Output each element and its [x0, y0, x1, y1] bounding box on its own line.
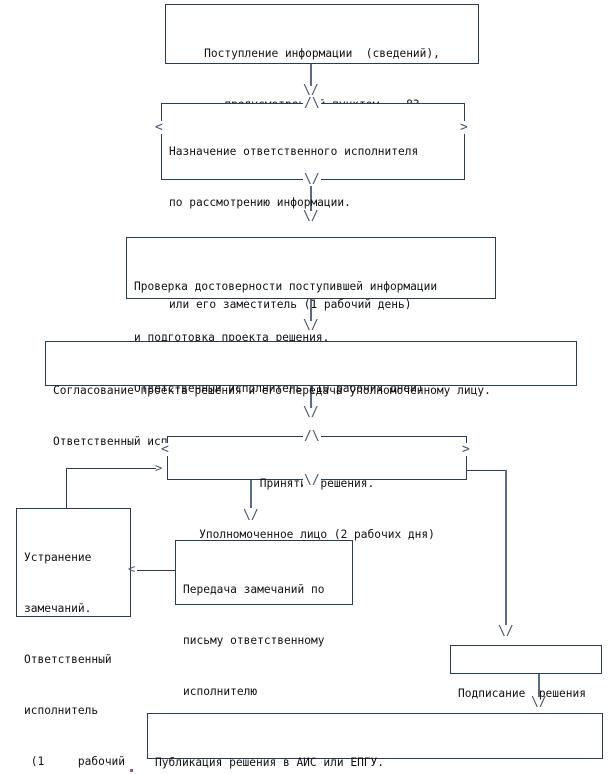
arrowhead-down-icon: \/	[531, 695, 547, 710]
arrowhead-down-icon: \/	[303, 83, 319, 98]
connector-signing-to-publication	[538, 674, 540, 697]
connector-decision-to-signing-horizontal	[467, 470, 506, 471]
artifact-speck	[130, 769, 133, 772]
node-remediation[interactable]: Устранение замечаний. Ответственный испо…	[16, 508, 131, 768]
node-assignment-line-3: или его заместитель (1 рабочий день)	[169, 298, 412, 311]
arrowhead-down-icon: \/	[303, 405, 319, 420]
node-transfer-line-2: исполнителю	[183, 685, 258, 698]
node-remediation-line-4: (1 рабочий	[24, 755, 126, 768]
connector-approval-to-decision	[310, 386, 312, 408]
arrowhead-down-icon: \/	[303, 209, 319, 224]
handle-left-icon: <	[160, 442, 170, 457]
connector-transfer-to-remediation	[137, 570, 175, 571]
node-incoming-line-0: Поступление информации (сведений),	[204, 47, 440, 60]
handle-down-icon: \/	[303, 172, 321, 187]
node-remediation-line-0: Устранение	[24, 551, 92, 564]
node-decision-line-0: Принятие решения.	[259, 477, 375, 490]
handle-left-icon: <	[154, 120, 164, 135]
handle-right-icon: >	[459, 120, 469, 135]
arrowhead-down-icon: \/	[243, 508, 259, 523]
node-verification[interactable]: Проверка достоверности поступившей инфор…	[126, 237, 496, 395]
arrowhead-down-icon: \/	[303, 318, 319, 333]
node-signing[interactable]: Подписание решения	[450, 645, 602, 700]
node-assignment[interactable]: Назначение ответственного исполнителя по…	[161, 103, 465, 311]
handle-down-icon: \/	[303, 473, 321, 488]
handle-up-icon: /\	[303, 96, 321, 111]
connector-verification-to-approval	[310, 299, 312, 321]
node-approval[interactable]: Согласование проекта решения и его перед…	[45, 341, 577, 448]
connector-remediation-up	[66, 468, 67, 510]
handle-up-icon: /\	[303, 429, 321, 444]
node-assignment-line-1: по рассмотрению информации.	[169, 196, 351, 209]
connector-incoming-to-assignment	[310, 64, 312, 86]
handle-right-icon: >	[461, 442, 471, 457]
node-transfer-remarks[interactable]: Передача замечаний по письму ответственн…	[175, 540, 353, 698]
connector-decision-to-signing-vertical	[505, 470, 507, 625]
node-assignment-line-0: Назначение ответственного исполнителя	[169, 145, 419, 158]
connector-remediation-to-decision	[66, 468, 156, 469]
node-publication[interactable]: Публикация решения в АИС или ЕПГУ. Ответ…	[147, 713, 603, 769]
node-publication-line-0: Публикация решения в АИС или ЕПГУ.	[155, 756, 385, 769]
node-decision[interactable]: Принятие решения. Уполномоченное лицо (2…	[167, 436, 467, 541]
connector-assignment-to-verification	[310, 180, 312, 211]
node-remediation-line-3: исполнитель	[24, 704, 99, 717]
arrowhead-right-icon: >	[155, 461, 163, 475]
node-decision-line-1: Уполномоченное лицо (2 рабочих дня)	[199, 528, 435, 541]
arrowhead-left-icon: <	[128, 562, 136, 576]
arrowhead-down-icon: \/	[498, 624, 514, 639]
node-verification-line-0: Проверка достоверности поступившей инфор…	[134, 280, 438, 293]
node-remediation-line-1: замечаний.	[24, 602, 92, 615]
node-incoming-information[interactable]: Поступление информации (сведений), преду…	[165, 4, 479, 162]
node-transfer-line-0: Передача замечаний по	[183, 583, 325, 596]
node-verification-line-1: и подготовка проекта решения.	[134, 331, 330, 344]
node-signing-line-0: Подписание решения	[458, 687, 586, 700]
connector-decision-to-transfer	[250, 480, 252, 508]
node-approval-line-0: Согласование проекта решения и его перед…	[53, 384, 491, 397]
node-transfer-line-1: письму ответственному	[183, 634, 325, 647]
node-remediation-line-2: Ответственный	[24, 653, 112, 666]
